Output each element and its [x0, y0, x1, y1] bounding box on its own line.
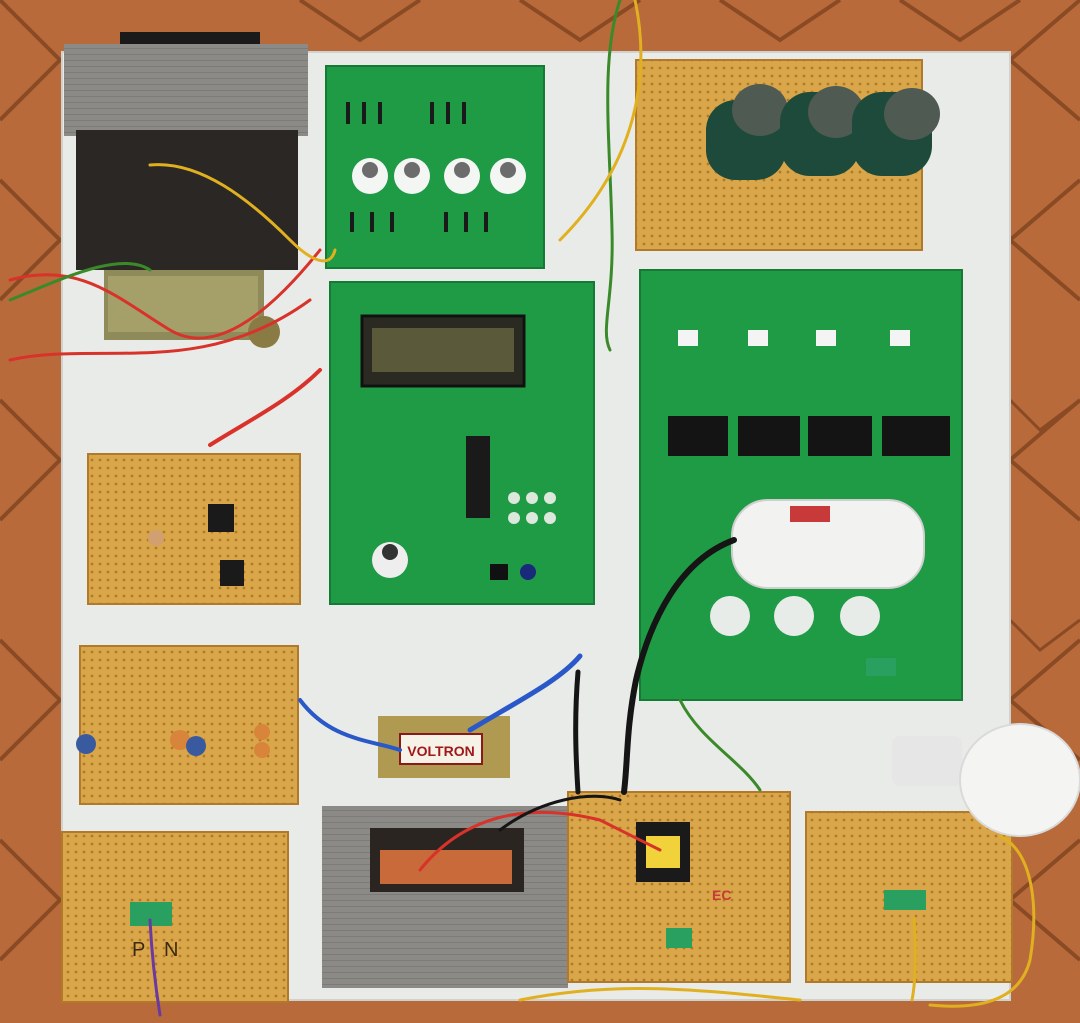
controller-pcb	[329, 281, 595, 605]
signal-perfboard	[76, 645, 299, 805]
capacitor-can	[706, 84, 788, 180]
board-mark-ec: EC	[712, 887, 731, 903]
board-mark-n: N	[164, 939, 178, 961]
wiring	[8, 0, 1036, 1017]
output-transformer	[322, 806, 568, 988]
transformer-brand-label: VOLTRON	[407, 743, 474, 759]
load-perfboard	[805, 811, 1013, 983]
board-mark-p: P	[132, 939, 145, 961]
driver-pcb	[325, 65, 545, 269]
main-transformer	[64, 32, 308, 348]
power-input-perfboard: P N	[61, 831, 289, 1003]
lamp-bulb	[892, 723, 1080, 837]
small-transformer: VOLTRON	[378, 716, 510, 778]
capacitor-can	[852, 88, 940, 176]
capacitor-can	[780, 86, 864, 176]
sensor-perfboard	[87, 453, 301, 605]
microcontroller-chip	[466, 436, 490, 518]
filter-capacitor-board	[635, 59, 940, 251]
igbt-heatsink-row	[668, 416, 950, 456]
run-capacitor	[731, 499, 925, 589]
inverter-pcb	[639, 269, 963, 701]
